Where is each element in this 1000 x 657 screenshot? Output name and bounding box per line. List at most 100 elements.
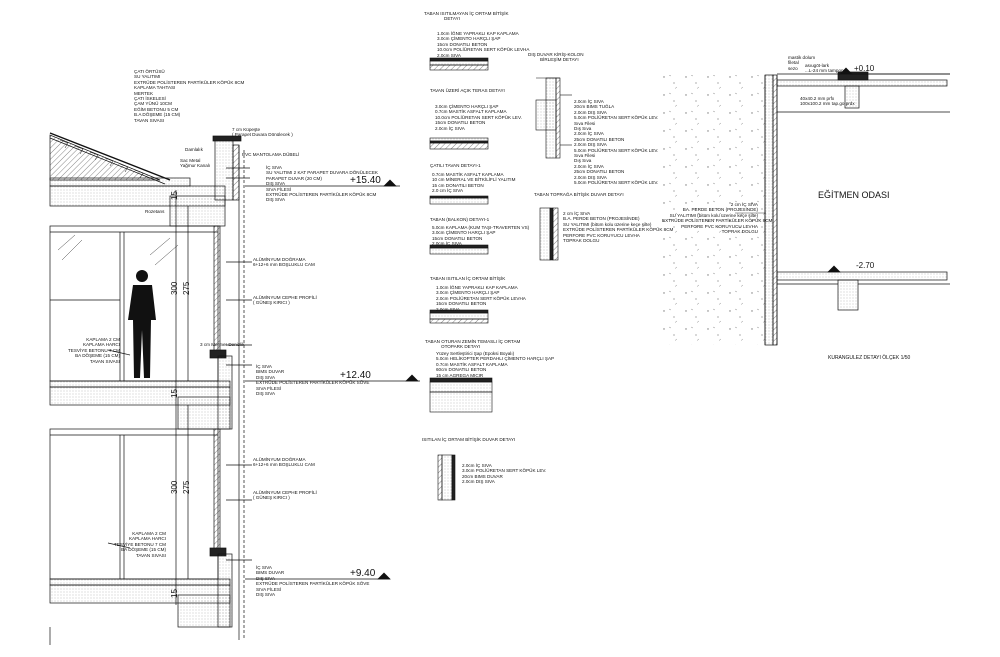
detail-1-title: TABAN ISITILMAYAN İÇ ORTAM BİTİŞİK DETAY… <box>424 11 509 22</box>
kupeste-line: 7 cm Küpeşte <box>232 127 261 132</box>
roof-layer: SU YALITIMI <box>134 74 161 80</box>
level-top: +15.40 <box>350 175 381 186</box>
detail-title-line: OTOPARK DETAYI <box>441 344 481 350</box>
roof-layer: EXTRÜDE POLİSTEREN PARTİKÜLER KÖPÜK 8CM <box>134 79 245 85</box>
roof-layer: ÇATI ÖRTÜSÜ <box>134 69 165 74</box>
sac-metal-line: Sac Metal <box>180 158 201 163</box>
level-mid: +12.40 <box>340 370 371 381</box>
dim-lower-floor: 300 <box>170 480 179 494</box>
wall-layer: EXTRÜDE POLİSTEREN PARTİKÜLER KÖPÜK SÖVE <box>256 581 370 587</box>
kupeste-label: 7 cm Küpeşte ( Parapet Duvara Dönülecek … <box>232 127 293 138</box>
wall-layer: DIŞ SIVA <box>256 391 276 397</box>
roof-layer: MERTEK <box>134 90 154 96</box>
floor-layer: KAPLAMA HARCI <box>128 536 166 542</box>
dim-upper-window: 275 <box>182 281 191 295</box>
detail-layer: 15 cm AGREGA MICIR <box>436 372 484 378</box>
wall-layer: SIVA FİLESİ <box>256 385 282 391</box>
detail-layer: PERFORE PVC KORUYUCU LEVHA <box>563 232 640 238</box>
detail-3-title: ÇATILI TAVAN DETAYI-1 <box>430 163 481 168</box>
top-label: sezo <box>788 65 798 71</box>
small-label: 40x40.2 mm prfx <box>800 96 835 101</box>
roof-layer: ÇAM YÜNÜ 10CM <box>134 101 172 107</box>
detail-layer: 2.0cm DIŞ SIVA <box>574 174 607 180</box>
sac-metal-label: Sac Metal Yağmur Kanalı <box>180 158 210 169</box>
detail-layer: 15 cm DONATILI BETON <box>432 182 484 188</box>
sac-metal-line: Yağmur Kanalı <box>180 163 211 169</box>
detail-9-layers: 2 cm İÇ SIVA B.A. PERDE BETON (PROJESİND… <box>563 211 673 243</box>
wall-layer: 2 cm İÇ SIVA <box>730 202 758 207</box>
top-label: mastik dolum <box>788 55 816 60</box>
floor-2-layer-list: KAPLAMA 2 CM KAPLAMA HARCI TESVİYE BETON… <box>114 531 166 558</box>
detail-8-layers: 2.0cm İÇ SIVA 20cm BIMS TUĞLA 2.0cm DIŞ … <box>574 99 658 186</box>
person-figure <box>128 270 156 378</box>
detail-layer: 2.0cm İÇ SIVA <box>435 125 465 131</box>
detail-layer: 2.0cm POLİÜRETAN SERT KÖPÜK LEVHA <box>436 295 526 301</box>
facade-line: ALÜMİNYUM CEPHE PROFİLİ <box>253 295 317 300</box>
detail-layer: 60cm DONATILI BETON <box>436 367 487 373</box>
detail-layer: 2.0cm SIVA <box>437 52 461 58</box>
rozetans-label: Rozetans <box>145 209 165 214</box>
facade-2-label: ALÜMİNYUM CEPHE PROFİLİ ( GÜNEŞ KIRICI ) <box>253 490 317 501</box>
top-label: ...L-24 mm tampon h <box>805 68 848 74</box>
kupeste-line: ( Parapet Duvara Dönülecek ) <box>232 132 293 138</box>
detail-7-layers: 2.0cm İÇ SIVA 3.0cm POLİÜRETAN SERT KÖPÜ… <box>462 463 546 485</box>
dim-lower-window: 275 <box>182 480 191 494</box>
parapet-layer: İÇ SIVA <box>266 165 282 170</box>
detail-layer: 10 cm MİNERAL VE BİTKİLİFLİ YALITIM <box>432 177 516 183</box>
floor-layer: TAVAN SIVASI <box>89 358 120 364</box>
detail-title-line: BİRLEŞİM DETAYI <box>540 57 579 63</box>
detail-layer: 2.0cm SIVA <box>436 306 460 312</box>
parapet-layer: DIŞ SIVA <box>266 181 286 187</box>
detail-layer: 5.0cm POLİÜRETAN SERT KÖPÜK LEV. <box>574 115 659 121</box>
floor-layer: KAPLAMA 2 CM <box>86 337 120 342</box>
parapet-layer: SIVA FİLESİ <box>266 186 292 192</box>
wall-layer: PERFORE PVC KORUYUCU LEVHA <box>681 223 758 229</box>
parapet-layer: DIŞ SIVA <box>266 197 286 203</box>
detail-layer: Sıva Filesi <box>574 153 596 159</box>
parapet-layer: EXTRÜDE POLİSTEREN PARTİKÜLER KÖPÜK 8CM <box>266 192 377 198</box>
dim-upper-floor: 300 <box>170 281 179 295</box>
window-line: 6+12+6 mm BOŞLUKLU CAM <box>253 262 315 268</box>
detail-2-title: TAVAN ÜZERİ AÇIK TERAS DETAYI <box>430 88 505 93</box>
detail-layer: 0.7cm MASTİK ASFALT KAPLAMA <box>436 361 508 367</box>
mermer-label: 3 cm Mermer Denizlik <box>200 342 245 347</box>
detail-layer: 5.0cm POLİÜRETAN SERT KÖPÜK LEV. <box>574 180 659 186</box>
wall-1-layer-list: İÇ SIVA BIMS DUVAR DIŞ SIVA EXTRÜDE POLİ… <box>256 364 369 396</box>
detail-layer: TOPRAK DOLGU <box>563 238 600 244</box>
wall-layer: İÇ SIVA <box>256 565 272 570</box>
detail-layer: 3.0cm ÇİMENTO HARÇLI ŞAP <box>432 230 496 236</box>
detail-layer: 20cm BIMS TUĞLA <box>574 104 615 110</box>
wall-layer: DIŞ SIVA <box>256 575 276 581</box>
detail-layer: SU YALITIMI (bitüm kolu üzerine keçe şil… <box>563 221 652 227</box>
detail-layer: 3.0cm POLİÜRETAN SERT KÖPÜK LEV. <box>462 468 547 474</box>
wall-layer: SIVA FİLESİ <box>256 586 282 592</box>
roof-layer: EĞİM BETONU 5 CM <box>134 106 179 112</box>
detail-layer: 2.0cm DIŞ SIVA <box>574 142 607 148</box>
dim-upper-slab: 15 <box>170 191 179 200</box>
window-2-label: ALÜMİNYUM DOĞRAMA 6+12+6 mm BOŞLUKLU CAM <box>253 457 315 468</box>
detail-layer: 1.0cm İĞNE YAPRAKLI KAP KAPLAMA <box>437 31 519 36</box>
kurangulez-caption: KURANGULEZ DETAYI ÖLÇEK 1/50 <box>828 355 911 361</box>
detail-4-title: TABAN (BALKON) DETAYI-1 <box>430 217 490 222</box>
roof-layer: B.A DÖŞEME (15 CM) <box>134 112 181 118</box>
detail-layer: 15cm DONATILI BETON <box>435 120 486 126</box>
floor-layer: BA DÖŞEME (15 CM) <box>75 353 120 359</box>
floor-layer: TESVİYE BETONU 7 CM <box>68 347 120 353</box>
detail-layer: 25cm DONATILI BETON <box>574 169 625 175</box>
detail-7-title: ISITILAN İÇ ORTAM BİTİŞİK DUVAR DETAYI <box>422 437 516 442</box>
wall-layer: TOPRAK DOLGU <box>721 229 758 235</box>
detail-5-title: TABAN ISITILAN İÇ ORTAM BİTİŞİK <box>430 276 506 281</box>
wall-layer: BA. PERDE BETON (PROJESİNDE) <box>682 207 758 213</box>
floor-layer: TAVAN SIVASI <box>135 552 166 558</box>
detail-6-layers: Yüzey Sertleştirici Şap (Epoksi Boyalı) … <box>436 351 554 378</box>
small-label: 100x100.2 mm tap.go prdx <box>800 101 855 107</box>
detail-layer: 3.0cm ÇİMENTO HARÇLI ŞAP <box>437 36 501 42</box>
roof-layer: TAVAN SIVASI <box>134 117 165 123</box>
window-line: ALÜMİNYUM DOĞRAMA <box>253 457 306 462</box>
floor-1-layer-list: KAPLAMA 2 CM KAPLAMA HARCI TESVİYE BETON… <box>68 337 120 364</box>
detail-8-title: DIŞ DUVAR KİRİŞ-KOLON BİRLEŞİM DETAYI <box>528 52 584 63</box>
kurangulez-top-labels-2: asıugöt-lark ...L-24 mm tampon h <box>805 63 847 74</box>
facade-1-label: ALÜMİNYUM CEPHE PROFİLİ ( GÜNEŞ KIRICI ) <box>253 295 317 306</box>
room-name: EĞİTMEN ODASI <box>818 190 890 200</box>
